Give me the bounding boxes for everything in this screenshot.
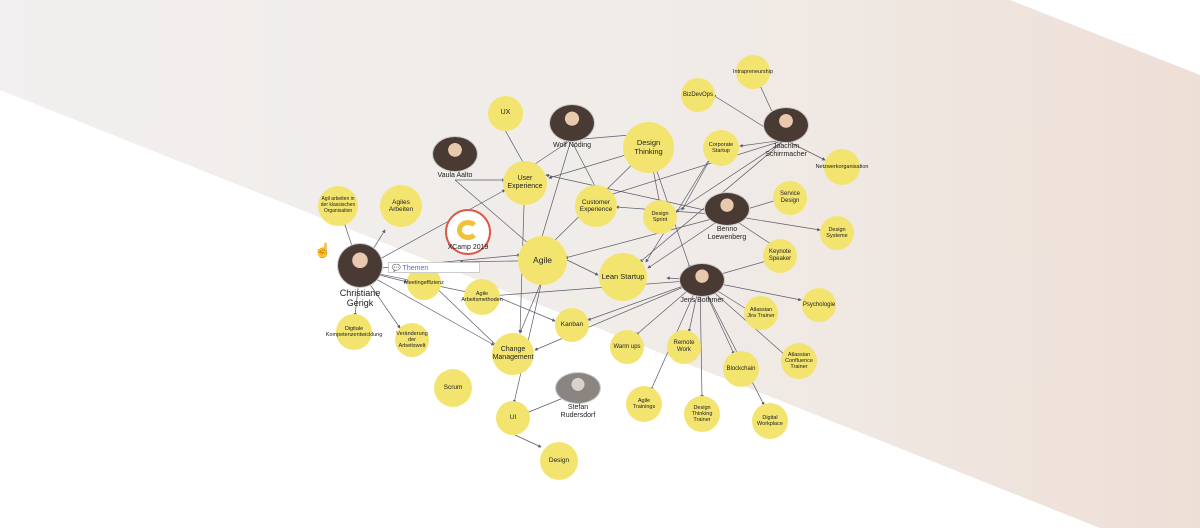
node-atlassian-confluence-trainer[interactable]: Atlassian Confluence Trainer — [781, 343, 817, 379]
node-agile-arbeitsmethoden[interactable]: Agile Arbeitsmethoden — [461, 279, 503, 315]
node-design[interactable]: Design — [540, 442, 578, 480]
node-corporate-startup[interactable]: Corporate Startup — [703, 130, 739, 166]
node-bizdevops[interactable]: BizDevOps — [681, 78, 715, 112]
node-warm-ups[interactable]: Warm ups — [610, 330, 644, 364]
node-netzwerkorganisation[interactable]: Netzwerkorganisation — [816, 149, 868, 185]
node-design-thinking-trainer[interactable]: Design Thinking Trainer — [684, 396, 720, 432]
node-design-sprint[interactable]: Design Sprint — [643, 200, 677, 234]
node-agiles-arbeiten[interactable]: Agiles Arbeiten — [380, 185, 422, 227]
person-joachim-schirrmacher[interactable]: Joachim Schirrmacher — [756, 108, 816, 159]
node-customer-experience[interactable]: Customer Experience — [575, 185, 617, 227]
node-agile-trainings[interactable]: Agile Trainings — [626, 386, 662, 422]
person-benno-loewenberg[interactable]: Benno Loewenberg — [697, 193, 757, 242]
topic-search-input[interactable]: 💬 Themen — [388, 262, 480, 273]
node-agile[interactable]: Agile — [518, 236, 567, 285]
avatar — [680, 264, 724, 296]
node-user-experience[interactable]: User Experience — [503, 161, 547, 205]
node-kanban[interactable]: Kanban — [555, 308, 589, 342]
node-remote-work[interactable]: Remote Work — [667, 330, 701, 364]
xcamp-logo-icon — [457, 219, 479, 240]
node-agil-klassische-organisation[interactable]: Agil arbeiten in der klassischen Organis… — [318, 186, 358, 226]
hand-cursor-icon: ☝ — [314, 242, 332, 258]
node-change-management[interactable]: Change Management — [492, 333, 534, 375]
person-stefan-rudersdorf[interactable]: Stefan Rudersdorf — [550, 373, 606, 420]
person-christiane-gerigk[interactable]: Christiane Gerigk — [330, 244, 390, 309]
node-design-systeme[interactable]: Design Systeme — [820, 216, 854, 250]
avatar — [433, 137, 477, 171]
person-wolf-noeding[interactable]: Wolf Nöding — [544, 105, 600, 150]
node-digitale-kompetenzentwicklung[interactable]: Digitale Kompetenzentwicklung — [326, 314, 382, 350]
node-ux[interactable]: UX — [488, 96, 523, 131]
node-veraenderung-arbeitswelt[interactable]: Veränderung der Arbeitswelt — [395, 323, 429, 357]
node-lean-startup[interactable]: Lean Startup — [599, 253, 647, 301]
node-psychologie[interactable]: Psychologie — [802, 288, 836, 322]
search-icon: 💬 — [392, 265, 403, 272]
node-keynote-speaker[interactable]: Keynote Speaker — [763, 239, 797, 273]
person-vaula-aalto[interactable]: Vaula Aalto — [427, 137, 483, 180]
node-scrum[interactable]: Scrum — [434, 369, 472, 407]
node-xcamp-2019[interactable]: XCamp 2019 — [445, 209, 491, 255]
node-digital-workplace[interactable]: Digital Workplace — [752, 403, 788, 439]
node-blockchain[interactable]: Blockchain — [723, 351, 759, 387]
avatar — [556, 373, 600, 403]
node-service-design[interactable]: Service Design — [773, 181, 807, 215]
avatar — [338, 244, 382, 287]
avatar — [764, 108, 808, 142]
node-ui[interactable]: UI — [496, 401, 530, 435]
avatar — [550, 105, 594, 141]
node-atlassian-jira-trainer[interactable]: Atlassian Jira Trainer — [744, 296, 778, 330]
node-design-thinking[interactable]: Design Thinking — [623, 122, 674, 173]
node-intrapreneurship[interactable]: Intrapreneurship — [733, 55, 773, 89]
person-jens-bothmer[interactable]: Jens Bothmer — [675, 264, 729, 305]
avatar — [705, 193, 749, 225]
